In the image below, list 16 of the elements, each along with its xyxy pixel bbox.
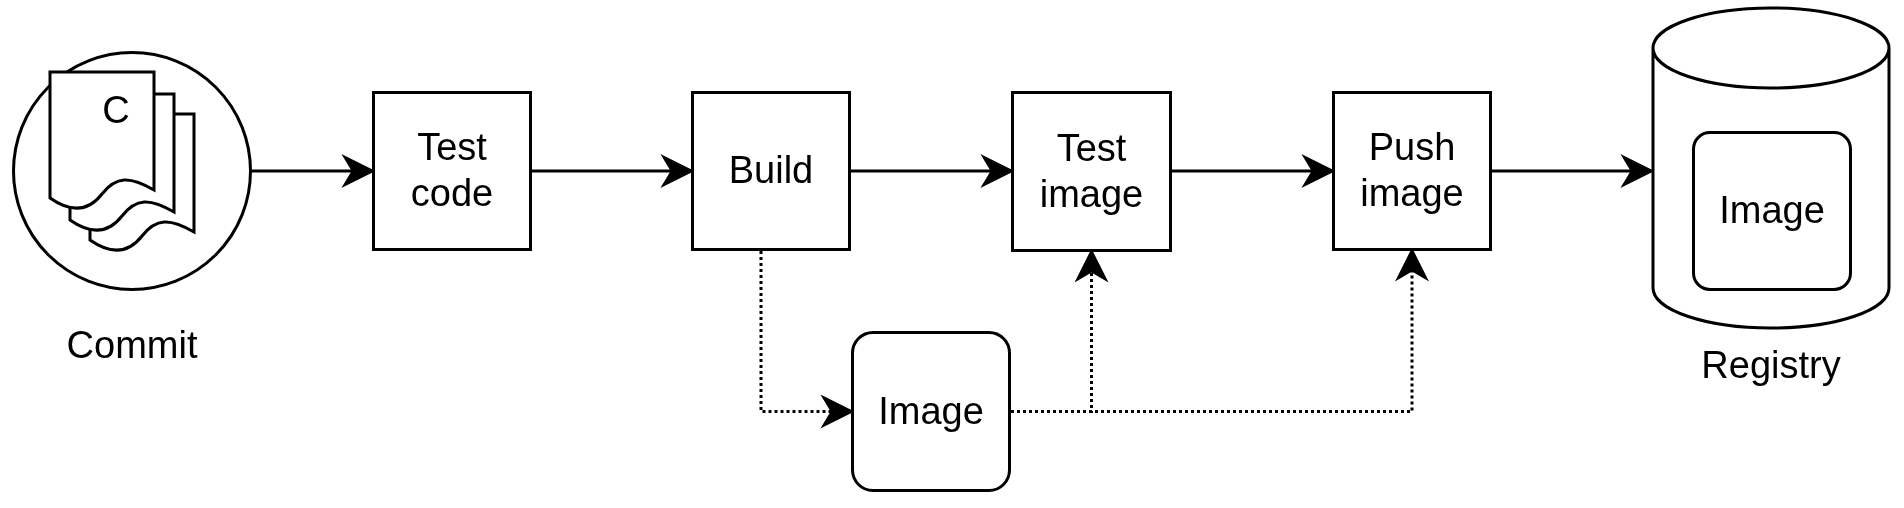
node-label: Test image [1038,125,1145,217]
process-box [372,91,532,251]
image-box [851,331,1011,492]
document-letter: C [101,88,131,133]
image-box [1692,131,1852,291]
arrow [1492,154,1655,188]
node-caption: Commit [66,324,198,367]
process-box [1332,91,1492,251]
process-box [1011,91,1172,252]
node-caption: Registry [1701,344,1841,387]
process-box [691,91,851,251]
node-label: Push image [1359,125,1465,216]
node-label: Image [1719,188,1825,234]
node-label: Image [878,388,984,434]
node-label: Test code [409,125,495,216]
node-label: Build [728,148,814,194]
